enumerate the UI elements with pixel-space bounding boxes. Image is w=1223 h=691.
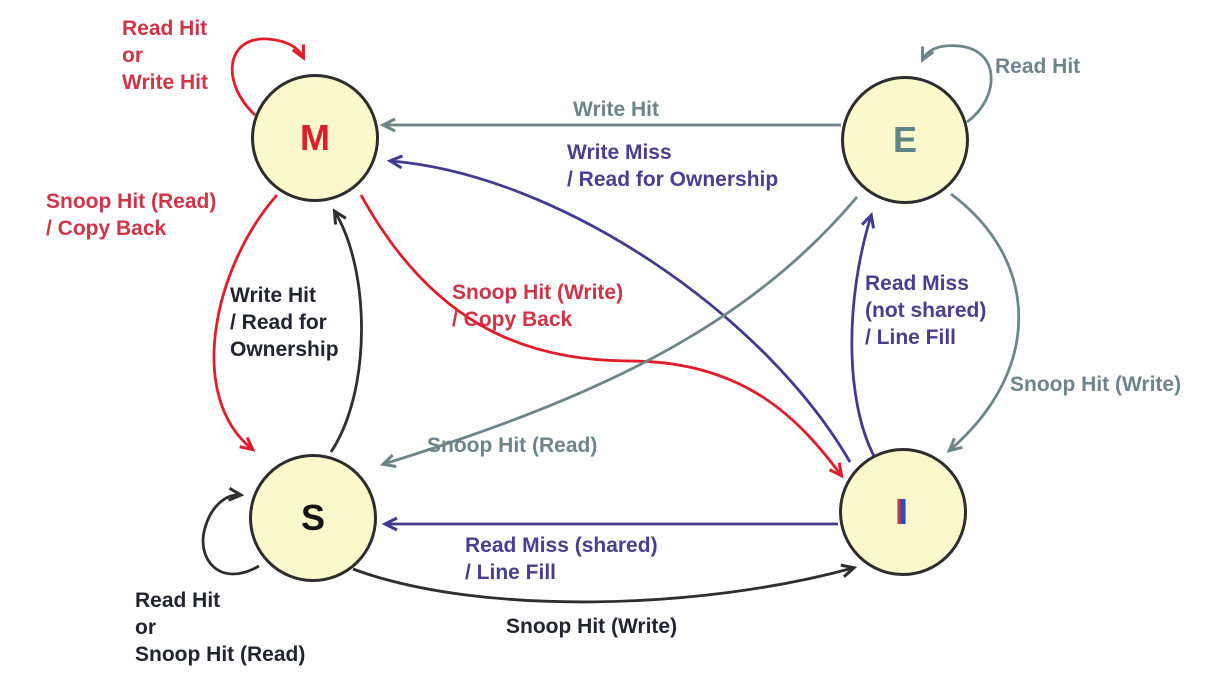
transition-label-i-to-e: Read Miss (not shared) / Line Fill [865,272,987,349]
state-node-exclusive: E [841,76,969,204]
arrow-i-to-m [386,154,852,463]
arrow-s-self-loop [201,486,260,576]
transition-label-i-to-m: Write Miss / Read for Ownership [567,141,779,191]
arrow-m-self-loop [230,37,305,117]
state-label-i: I [897,491,908,532]
transition-label-s-to-m: Write Hit / Read for Ownership [230,284,339,361]
state-node-shared: S [249,454,377,582]
transition-label-e-self: Read Hit [995,55,1081,78]
transition-label-e-to-s: Snoop Hit (Read) [427,434,598,457]
state-label-m: M [300,117,330,158]
arrow-m-to-i [359,194,844,479]
arrow-m-to-s [212,194,279,452]
transition-label-e-to-i: Snoop Hit (Write) [1010,373,1182,396]
arrow-e-to-i [946,192,1021,453]
arrow-e-self-loop [921,44,993,124]
transition-label-i-to-s: Read Miss (shared) / Line Fill [465,534,658,584]
transition-label-s-self: Read Hit or Snoop Hit (Read) [135,589,306,666]
transition-label-m-to-i: Snoop Hit (Write) / Copy Back [452,281,624,331]
arrow-s-to-m [329,208,363,453]
transition-label-s-to-i: Snoop Hit (Write) [506,615,678,638]
transition-label-e-to-m: Write Hit [573,98,659,121]
state-label-s: S [300,497,325,538]
arrow-i-to-e [850,211,876,457]
arrow-e-to-s [379,196,859,468]
transition-label-m-to-s: Snoop Hit (Read) / Copy Back [46,190,217,240]
state-node-invalid: I [839,448,967,576]
transition-label-m-self: Read Hit or Write Hit [122,17,208,94]
arrow-s-to-i [352,563,858,604]
state-label-e: E [892,119,917,160]
state-node-modified: M [251,74,379,202]
